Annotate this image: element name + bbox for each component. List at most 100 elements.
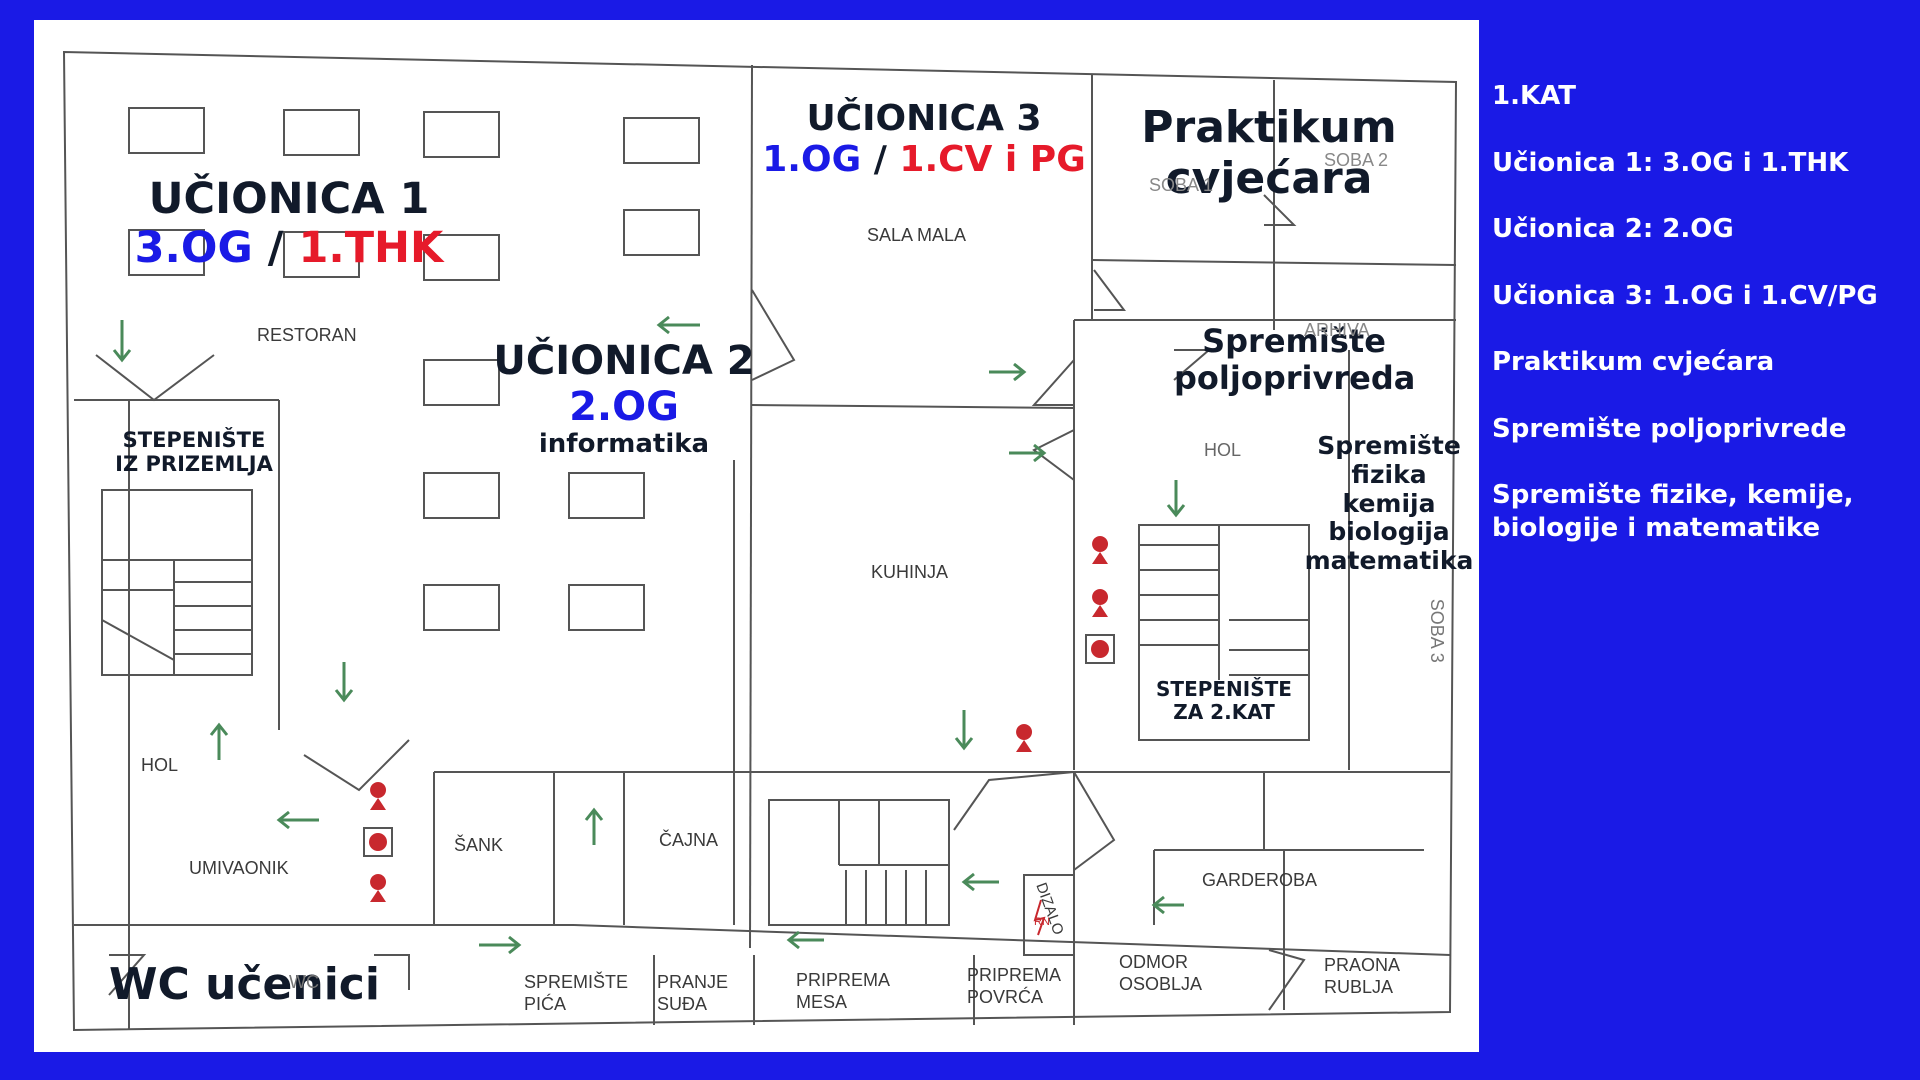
room-cajna: ČAJNA	[659, 830, 719, 850]
praona-l1: PRAONA	[1324, 955, 1401, 975]
classroom-3-title: UČIONICA 3	[806, 98, 1042, 139]
door	[374, 954, 410, 990]
povrca-l2: POVRĆA	[967, 986, 1044, 1007]
odmor-l2: OSOBLJA	[1119, 973, 1203, 994]
door	[1032, 429, 1075, 481]
arrow-icon	[479, 935, 522, 955]
room-sank: ŠANK	[454, 835, 504, 855]
table	[283, 109, 360, 156]
arrow-icon	[1151, 895, 1184, 915]
room-hol-left: HOL	[141, 755, 179, 775]
separator: /	[873, 139, 887, 181]
arrow-icon	[786, 930, 824, 950]
table	[128, 107, 205, 154]
room-hol-right: HOL	[1204, 440, 1242, 460]
wall	[573, 924, 1451, 956]
extinguisher-icon	[1016, 724, 1033, 752]
table	[623, 117, 700, 164]
table	[283, 231, 360, 278]
table	[423, 111, 500, 158]
arrow-icon	[1166, 480, 1186, 518]
pranje-l1: PRANJE	[657, 972, 729, 992]
door	[108, 954, 147, 996]
door	[95, 354, 215, 402]
classroom-3-label: UČIONICA 3 1.OG / 1.CV i PG	[754, 98, 1094, 181]
legend-floor: 1.KAT	[1492, 81, 1576, 111]
rn-label: RN	[1034, 916, 1050, 928]
classroom-1-thk: 1.THK	[298, 223, 444, 274]
classroom-2-og: 2.OG	[569, 384, 679, 430]
stairs-bottom	[768, 799, 950, 926]
table	[568, 472, 645, 519]
table	[423, 472, 500, 519]
arrow-icon	[954, 710, 974, 751]
legend: 1.KAT Učionica 1: 3.OG i 1.THK Učionica …	[1492, 80, 1912, 578]
evacuation-arrows	[112, 315, 1186, 955]
stairs-right	[1138, 524, 1310, 741]
table	[128, 229, 205, 276]
pica-l2: PIĆA	[524, 993, 567, 1014]
arrow-icon	[584, 807, 604, 845]
legend-item-spremiste-poljo: Spremište poljoprivrede	[1492, 413, 1847, 444]
odmor-l1: ODMOR	[1119, 952, 1188, 972]
mesa-l1: PRIPREMA	[796, 970, 891, 990]
table	[623, 209, 700, 256]
arrow-icon	[112, 320, 132, 363]
door	[1093, 269, 1126, 311]
table	[423, 234, 500, 281]
classroom-2-label: UČIONICA 2 2.OG informatika	[429, 338, 819, 460]
room-kuhinja: KUHINJA	[871, 562, 949, 582]
extinguisher-icon	[1092, 589, 1109, 617]
storage-agri-label: Spremište poljoprivreda	[1174, 323, 1415, 397]
separator: /	[267, 223, 284, 274]
arrow-icon	[989, 362, 1027, 382]
stairs-ground-label: STEPENIŠTE IZ PRIZEMLJA	[94, 428, 294, 476]
legend-item-praktikum: Praktikum cvjećara	[1492, 347, 1775, 377]
stairs-ground-l1: STEPENIŠTE	[122, 428, 266, 452]
storage-science-l2: fizika	[1351, 459, 1427, 489]
arrow-icon	[334, 662, 354, 703]
floor-plan: UČIONICA 1 3.OG / 1.THK UČIONICA 2 2.OG …	[34, 20, 1479, 1052]
table	[423, 359, 500, 406]
door	[1268, 949, 1306, 1011]
povrca-l1: PRIPREMA	[967, 965, 1062, 985]
praktikum-label: Praktikum cvjećara	[1119, 102, 1419, 204]
room-arhiva: ARHIVA	[1304, 320, 1370, 340]
legend-item-ucionica1: Učionica 1: 3.OG i 1.THK	[1492, 147, 1849, 178]
extinguisher-icon	[370, 874, 387, 902]
room-soba1: SOBA 1	[1149, 175, 1214, 195]
door	[303, 739, 410, 792]
outer-wall	[62, 50, 1458, 1032]
mesa-l2: MESA	[796, 991, 848, 1012]
room-sala-mala: SALA MALA	[867, 225, 967, 245]
room-soba3: SOBA 3	[1426, 598, 1447, 663]
praona-l2: RUBLJA	[1324, 976, 1394, 997]
classroom-1-og: 3.OG	[134, 223, 253, 274]
classroom-1-title: UČIONICA 1	[148, 174, 430, 224]
room-garderoba: GARDEROBA	[1202, 870, 1318, 890]
room-umivaonik: UMIVAONIK	[189, 858, 289, 878]
wc-label: WC učenici	[109, 959, 380, 1010]
door	[953, 771, 1075, 831]
stairs-ground-l2: IZ PRIZEMLJA	[115, 452, 273, 477]
praktikum-line1: Praktikum	[1141, 102, 1397, 153]
arrow-icon	[276, 810, 319, 830]
classroom-2-sub: informatika	[538, 429, 710, 459]
wall	[749, 64, 753, 949]
arrow-icon	[209, 722, 229, 760]
fire-extinguishers	[370, 536, 1109, 902]
door	[1263, 194, 1297, 226]
pica-l1: SPREMIŠTE	[524, 972, 629, 992]
storage-science-l5: matematika	[1304, 546, 1474, 575]
table	[423, 584, 500, 631]
classroom-3-cv: 1.CV i PG	[899, 139, 1086, 181]
door	[751, 289, 796, 381]
table	[568, 584, 645, 631]
storage-science-l4: biologija	[1328, 517, 1450, 547]
arrow-icon	[656, 315, 700, 335]
legend-item-spremiste-fizika: Spremište fizike, kemije, biologije i ma…	[1492, 480, 1854, 543]
extinguisher-icon	[370, 782, 387, 810]
